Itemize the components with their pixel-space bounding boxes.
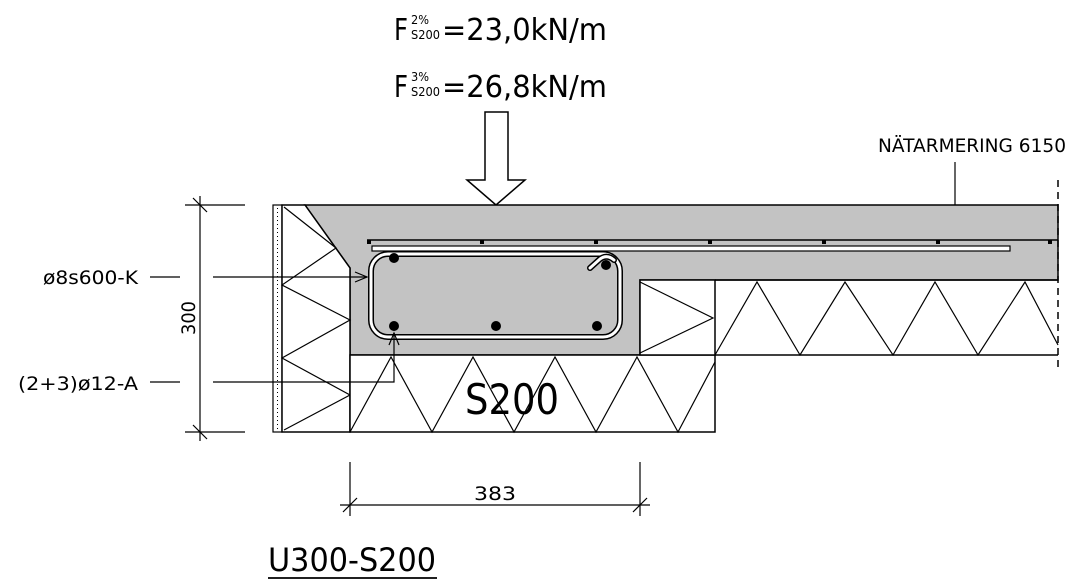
top-bar [371, 245, 1011, 252]
height-dimension-value: 300 [178, 301, 200, 335]
width-dimension [340, 462, 650, 516]
height-dimension [185, 196, 245, 441]
rebar-dot [592, 321, 602, 331]
load-value: =23,0kN/m [442, 13, 607, 48]
edge-board [272, 204, 283, 433]
load-value: =26,8kN/m [442, 70, 607, 105]
load-subscript: S200 [411, 85, 440, 99]
mesh-reinforcement [367, 239, 1058, 244]
insulation-right [714, 279, 1059, 357]
bars-label: (2+3)ø12-A [18, 373, 138, 395]
rebar-dots [389, 253, 611, 331]
insulation-s200 [349, 354, 716, 434]
load-symbol: F [394, 13, 408, 48]
rebar-dot [491, 321, 501, 331]
stirrup [368, 251, 623, 340]
bars-leader [150, 331, 400, 383]
load-subscript: S200 [411, 28, 440, 42]
load-arrow-icon [464, 111, 528, 206]
stirrup-label: ø8s600-K [43, 267, 139, 289]
insulation-block [639, 279, 716, 356]
insulation-label: S200 [465, 375, 559, 424]
load-superscript: 2% [411, 13, 429, 27]
load-symbol: F [394, 70, 408, 105]
rebar-dot [389, 321, 399, 331]
drawing-title: U300-S200 [268, 541, 436, 579]
rebar-dot [601, 260, 611, 270]
mesh-label: NÄTARMERING 6150 [878, 134, 1066, 157]
width-dimension-value: 383 [474, 483, 516, 505]
load-label-3pct: F 3% S200 =26,8kN/m [394, 70, 607, 105]
rebar-dot [389, 253, 399, 263]
stirrup-leader [150, 271, 369, 283]
load-label-2pct: F 2% S200 =23,0kN/m [394, 13, 607, 48]
load-superscript: 3% [411, 70, 429, 84]
